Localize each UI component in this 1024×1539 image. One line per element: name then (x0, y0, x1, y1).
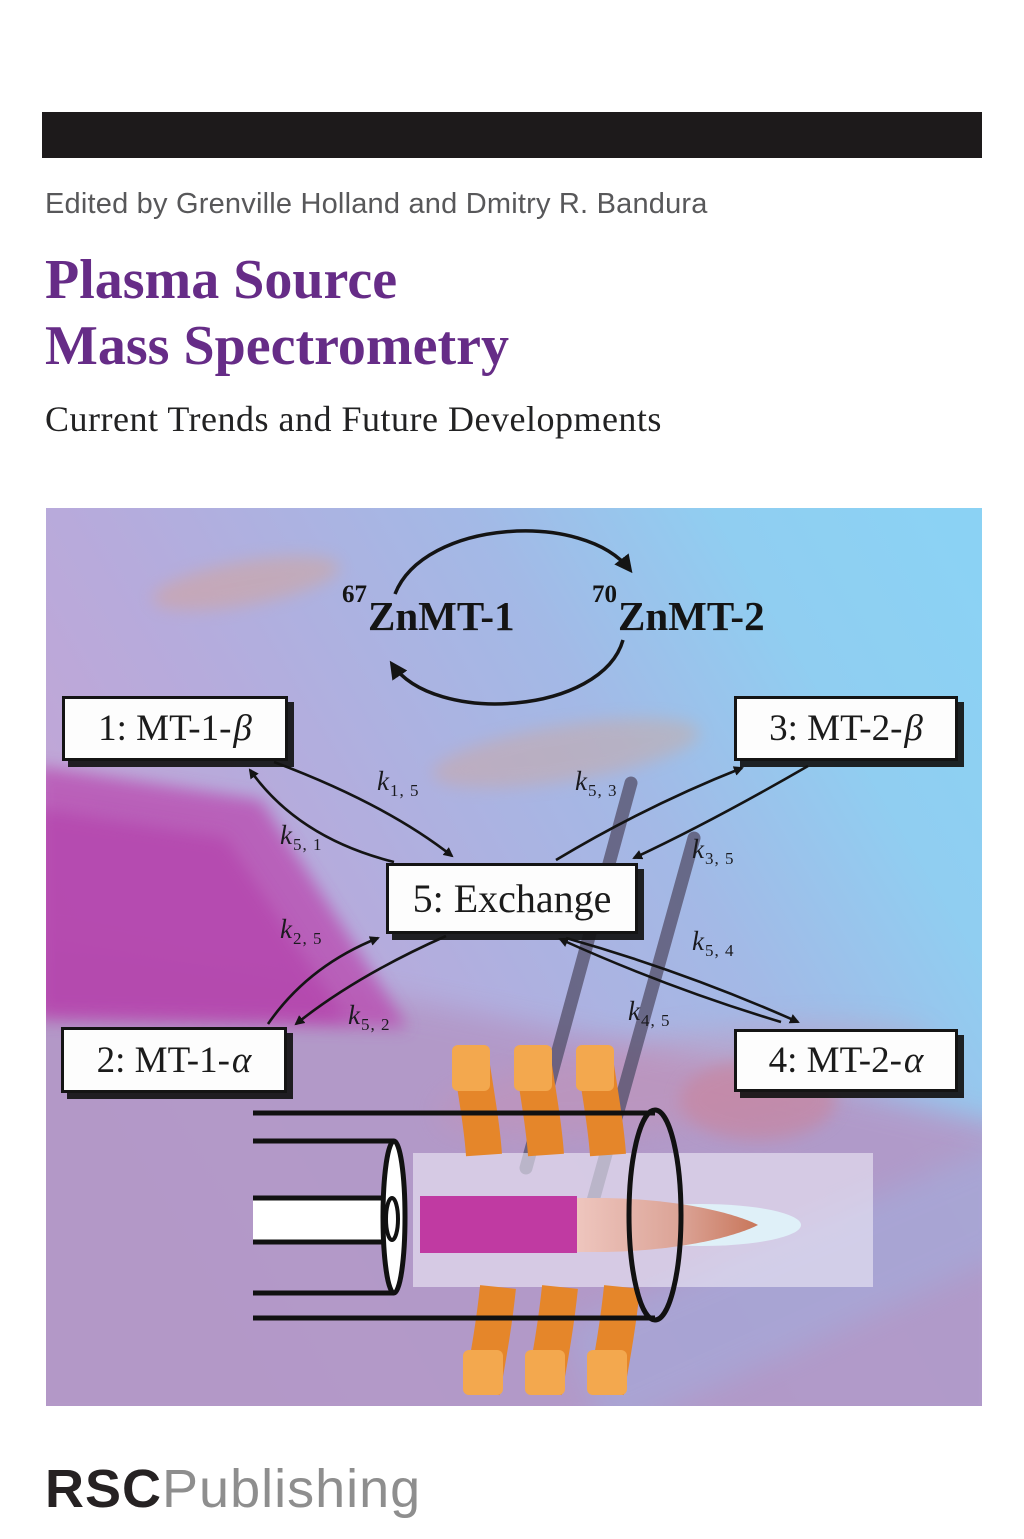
cycle-arrows (389, 529, 633, 706)
rate-label-k25: k2, 5 (280, 914, 323, 949)
node-box-mt1-beta: 1: MT-1-β (62, 696, 288, 761)
rate-label-k35: k3, 5 (692, 834, 735, 869)
plasma-core (420, 1196, 577, 1253)
node-box-mt2-beta: 3: MT-2-β (734, 696, 958, 761)
rate-label-k54: k5, 4 (692, 926, 735, 961)
cover-figure: 67ZnMT-1 70ZnMT-2 1: MT-1-β 3: MT-2-β 5:… (46, 508, 982, 1406)
book-title-line1: Plasma Source (45, 249, 398, 311)
publishing-logo-text: Publishing (162, 1459, 422, 1519)
torch-tubes (253, 1110, 655, 1321)
publisher-logo: RSCPublishing (45, 1458, 421, 1520)
rsc-logo-text: RSC (45, 1459, 163, 1519)
flame-bullet (566, 1198, 758, 1252)
outer-tube-end (626, 1107, 684, 1323)
rate-arrows (248, 760, 809, 1026)
plasma-torch (253, 1045, 873, 1396)
injector-tube (253, 1198, 392, 1242)
rate-label-k15: k1, 5 (377, 766, 420, 801)
book-title-line2: Mass Spectrometry (45, 315, 509, 377)
coil-top-caps (452, 1045, 614, 1091)
cover-top-bar (42, 112, 982, 158)
edited-by-line: Edited by Grenville Holland and Dmitry R… (45, 188, 708, 220)
node-box-mt2-alpha: 4: MT-2-α (734, 1029, 958, 1092)
coil-bottom-caps (463, 1350, 627, 1395)
rate-label-k53: k5, 3 (575, 766, 618, 801)
isotope-70: 70 (592, 581, 617, 609)
node-box-mt1-alpha: 2: MT-1-α (61, 1027, 287, 1093)
isotope-67: 67 (342, 581, 367, 609)
rate-label-k52: k5, 2 (348, 1000, 391, 1035)
cycle-species-znmt1: 67ZnMT-1 (342, 581, 515, 639)
figure-artwork (46, 508, 982, 1406)
book-subtitle: Current Trends and Future Developments (45, 399, 662, 439)
rate-label-k45: k4, 5 (628, 996, 671, 1031)
rate-label-k51: k5, 1 (280, 820, 323, 855)
cycle-species-znmt2: 70ZnMT-2 (592, 581, 765, 639)
injector-tube-end (384, 1196, 400, 1242)
node-box-exchange: 5: Exchange (386, 863, 638, 934)
